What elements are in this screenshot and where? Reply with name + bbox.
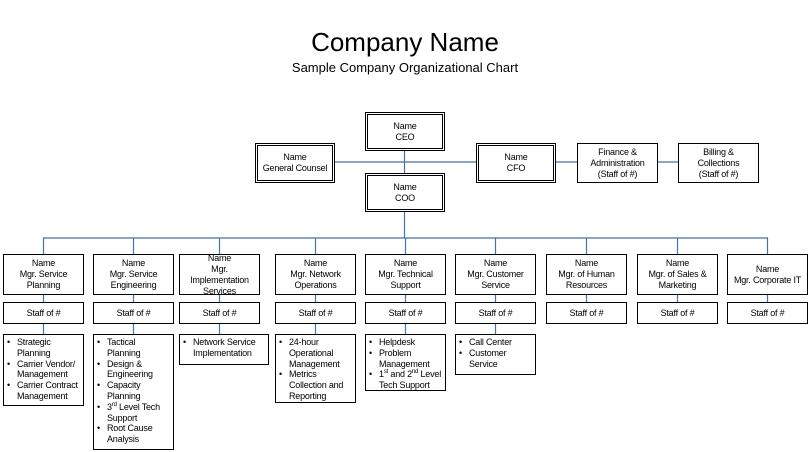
cfo-box[interactable]: Name CFO — [476, 143, 556, 183]
staff-box[interactable]: Staff of # — [179, 302, 260, 324]
duties-box: HelpdeskProblem Management1st and 2nd Le… — [365, 334, 446, 391]
duties-box: Strategic PlanningCarrier Vendor/ Manage… — [3, 334, 84, 406]
duty-item: Metrics Collection and Reporting — [279, 369, 352, 401]
duties-list: 24-hour Operational ManagementMetrics Co… — [279, 337, 352, 402]
manager-name: Name — [393, 258, 418, 268]
manager-title: Mgr. Network Operations — [290, 269, 341, 290]
duty-item: 24-hour Operational Management — [279, 337, 352, 369]
duty-item: Tactical Planning — [97, 337, 170, 359]
duty-item: Problem Management — [369, 348, 442, 370]
manager-title: Mgr. Implementation Services — [190, 263, 249, 296]
duty-item: Customer Service — [459, 348, 532, 370]
manager-title: Mgr. Technical Support — [378, 269, 433, 290]
duty-item: Root Cause Analysis — [97, 423, 170, 445]
manager-name: Name — [121, 258, 146, 268]
coo-name: Name — [393, 181, 417, 192]
duty-item: 1st and 2nd Level Tech Support — [369, 369, 442, 391]
duty-item: Helpdesk — [369, 337, 442, 348]
chart-subtitle: Sample Company Organizational Chart — [291, 60, 519, 75]
duties-list: HelpdeskProblem Management1st and 2nd Le… — [369, 337, 442, 391]
duty-item: Carrier Contract Management — [7, 380, 80, 402]
manager-name: Name — [207, 252, 232, 263]
duties-box: Call CenterCustomer Service — [455, 334, 536, 375]
manager-title: Mgr. Service Planning — [19, 269, 68, 290]
manager-name: Name — [574, 258, 599, 268]
manager-title: Mgr. Corporate IT — [733, 274, 802, 285]
finance-line2: Administration — [590, 157, 645, 168]
duty-item: Strategic Planning — [7, 337, 80, 359]
staff-box[interactable]: Staff of # — [637, 302, 718, 324]
staff-box[interactable]: Staff of # — [546, 302, 627, 324]
general-counsel-name: Name — [283, 152, 307, 162]
company-title: Company Name — [311, 27, 499, 57]
staff-box[interactable]: Staff of # — [365, 302, 446, 324]
general-counsel-title: General Counsel — [262, 163, 328, 173]
billing-staff: (Staff of #) — [698, 168, 739, 179]
duties-list: Call CenterCustomer Service — [459, 337, 532, 369]
duty-item: Capacity Planning — [97, 380, 170, 402]
duty-item: Carrier Vendor/ Management — [7, 359, 80, 381]
staff-box[interactable]: Staff of # — [727, 302, 808, 324]
manager-name: Name — [303, 258, 328, 268]
staff-box[interactable]: Staff of # — [455, 302, 536, 324]
coo-box[interactable]: Name COO — [365, 173, 445, 212]
cfo-name: Name — [504, 152, 528, 162]
finance-line1: Finance & — [598, 146, 637, 157]
coo-title: COO — [395, 192, 415, 203]
duties-box: Tactical PlanningDesign & EngineeringCap… — [93, 334, 174, 450]
duty-item: Network Service Implementation — [183, 337, 265, 359]
manager-title: Mgr. Customer Service — [467, 269, 524, 290]
duty-item: 3rd Level Tech Support — [97, 402, 170, 424]
manager-name: Name — [665, 258, 690, 268]
staff-box[interactable]: Staff of # — [275, 302, 356, 324]
finance-box[interactable]: Finance & Administration (Staff of #) — [577, 143, 658, 183]
staff-box[interactable]: Staff of # — [93, 302, 174, 324]
duty-item: Call Center — [459, 337, 532, 348]
general-counsel-box[interactable]: Name General Counsel — [255, 143, 335, 183]
manager-title: Mgr. Service Engineering — [109, 269, 158, 290]
manager-name: Name — [483, 258, 508, 268]
billing-line1: Billing & — [703, 146, 734, 157]
duties-list: Tactical PlanningDesign & EngineeringCap… — [97, 337, 170, 445]
duties-list: Network Service Implementation — [183, 337, 265, 359]
ordinal-suffix: rd — [111, 401, 117, 408]
duties-list: Strategic PlanningCarrier Vendor/ Manage… — [7, 337, 80, 402]
manager-name: Name — [31, 258, 56, 268]
ceo-name: Name — [393, 120, 417, 131]
billing-box[interactable]: Billing & Collections (Staff of #) — [678, 143, 759, 183]
duty-item: Design & Engineering — [97, 359, 170, 381]
staff-box[interactable]: Staff of # — [3, 302, 84, 324]
ceo-title: CEO — [395, 131, 415, 142]
cfo-title: CFO — [506, 163, 526, 173]
ceo-box[interactable]: Name CEO — [365, 112, 445, 151]
billing-line2: Collections — [697, 157, 740, 168]
finance-staff: (Staff of #) — [597, 168, 638, 179]
manager-title: Mgr. of Sales & Marketing — [648, 269, 707, 290]
manager-name: Name — [755, 263, 780, 274]
duties-box: Network Service Implementation — [179, 334, 269, 365]
ordinal-suffix: st — [383, 369, 389, 376]
duties-box: 24-hour Operational ManagementMetrics Co… — [275, 334, 356, 403]
ordinal-suffix: nd — [411, 369, 419, 376]
manager-title: Mgr. of Human Resources — [558, 269, 615, 290]
